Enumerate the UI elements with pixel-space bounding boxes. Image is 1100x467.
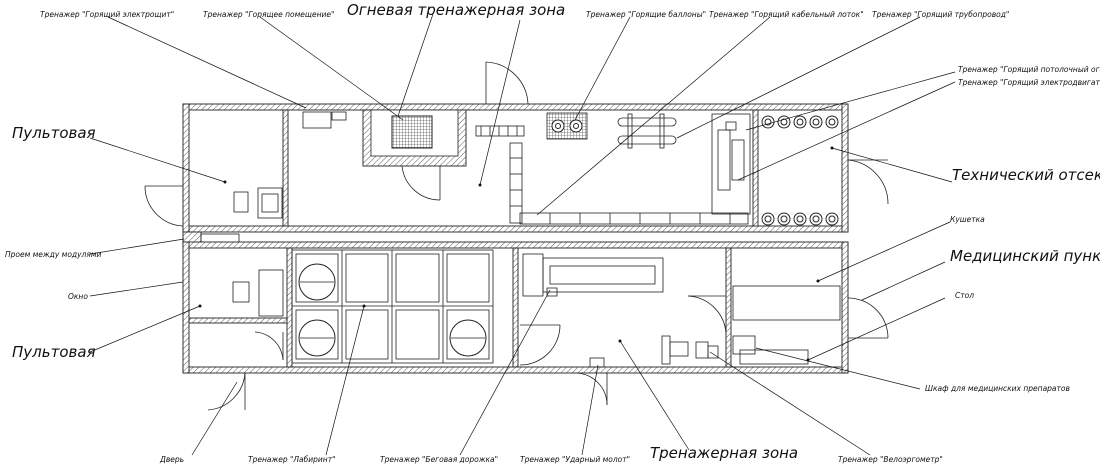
upper-module: [144, 61, 889, 233]
label-burning-pipeline: Тренажер "Горящий трубопровод": [872, 10, 1009, 19]
zone-medical-point: Медицинский пункт: [950, 247, 1100, 265]
label-passage: Проем между модулями: [5, 250, 102, 259]
label-burning-cylinders: Тренажер "Горящие баллоны": [586, 10, 706, 19]
lower-module: [182, 241, 889, 411]
label-burning-motor: Тренажер "Горящий электродвигатель": [958, 78, 1100, 87]
label-burning-cable-tray: Тренажер "Горящий кабельный лоток": [709, 10, 864, 19]
label-treadmill: Тренажер "Беговая дорожка": [380, 455, 498, 464]
label-couch: Кушетка: [950, 215, 985, 224]
zone-control-room-top: Пультовая: [12, 124, 96, 142]
label-burning-shield: Тренажер "Горящий электрощит": [40, 10, 174, 19]
leader-lines: [89, 13, 956, 456]
label-table: Стол: [955, 291, 974, 300]
label-ceiling-fire: Тренажер "Горящий потолочный огонь": [958, 65, 1100, 74]
label-labyrinth: Тренажер "Лабиринт": [248, 455, 336, 464]
label-window: Окно: [68, 292, 88, 301]
label-hammer: Тренажер "Ударный молот": [520, 455, 630, 464]
label-burning-room: Тренажер "Горящее помещение": [203, 10, 334, 19]
leader-dots: [198, 146, 834, 362]
label-door: Дверь: [159, 455, 184, 464]
zone-fire: Огневая тренажерная зона: [347, 1, 565, 19]
label-cabinet: Шкаф для медицинских препаратов: [925, 384, 1070, 393]
label-veloergometer: Тренажер "Велоэргометр": [838, 455, 943, 464]
zone-training: Тренажерная зона: [650, 444, 798, 462]
zone-tech-compartment: Технический отсек: [952, 166, 1100, 184]
zone-control-room-bottom: Пультовая: [12, 343, 96, 361]
